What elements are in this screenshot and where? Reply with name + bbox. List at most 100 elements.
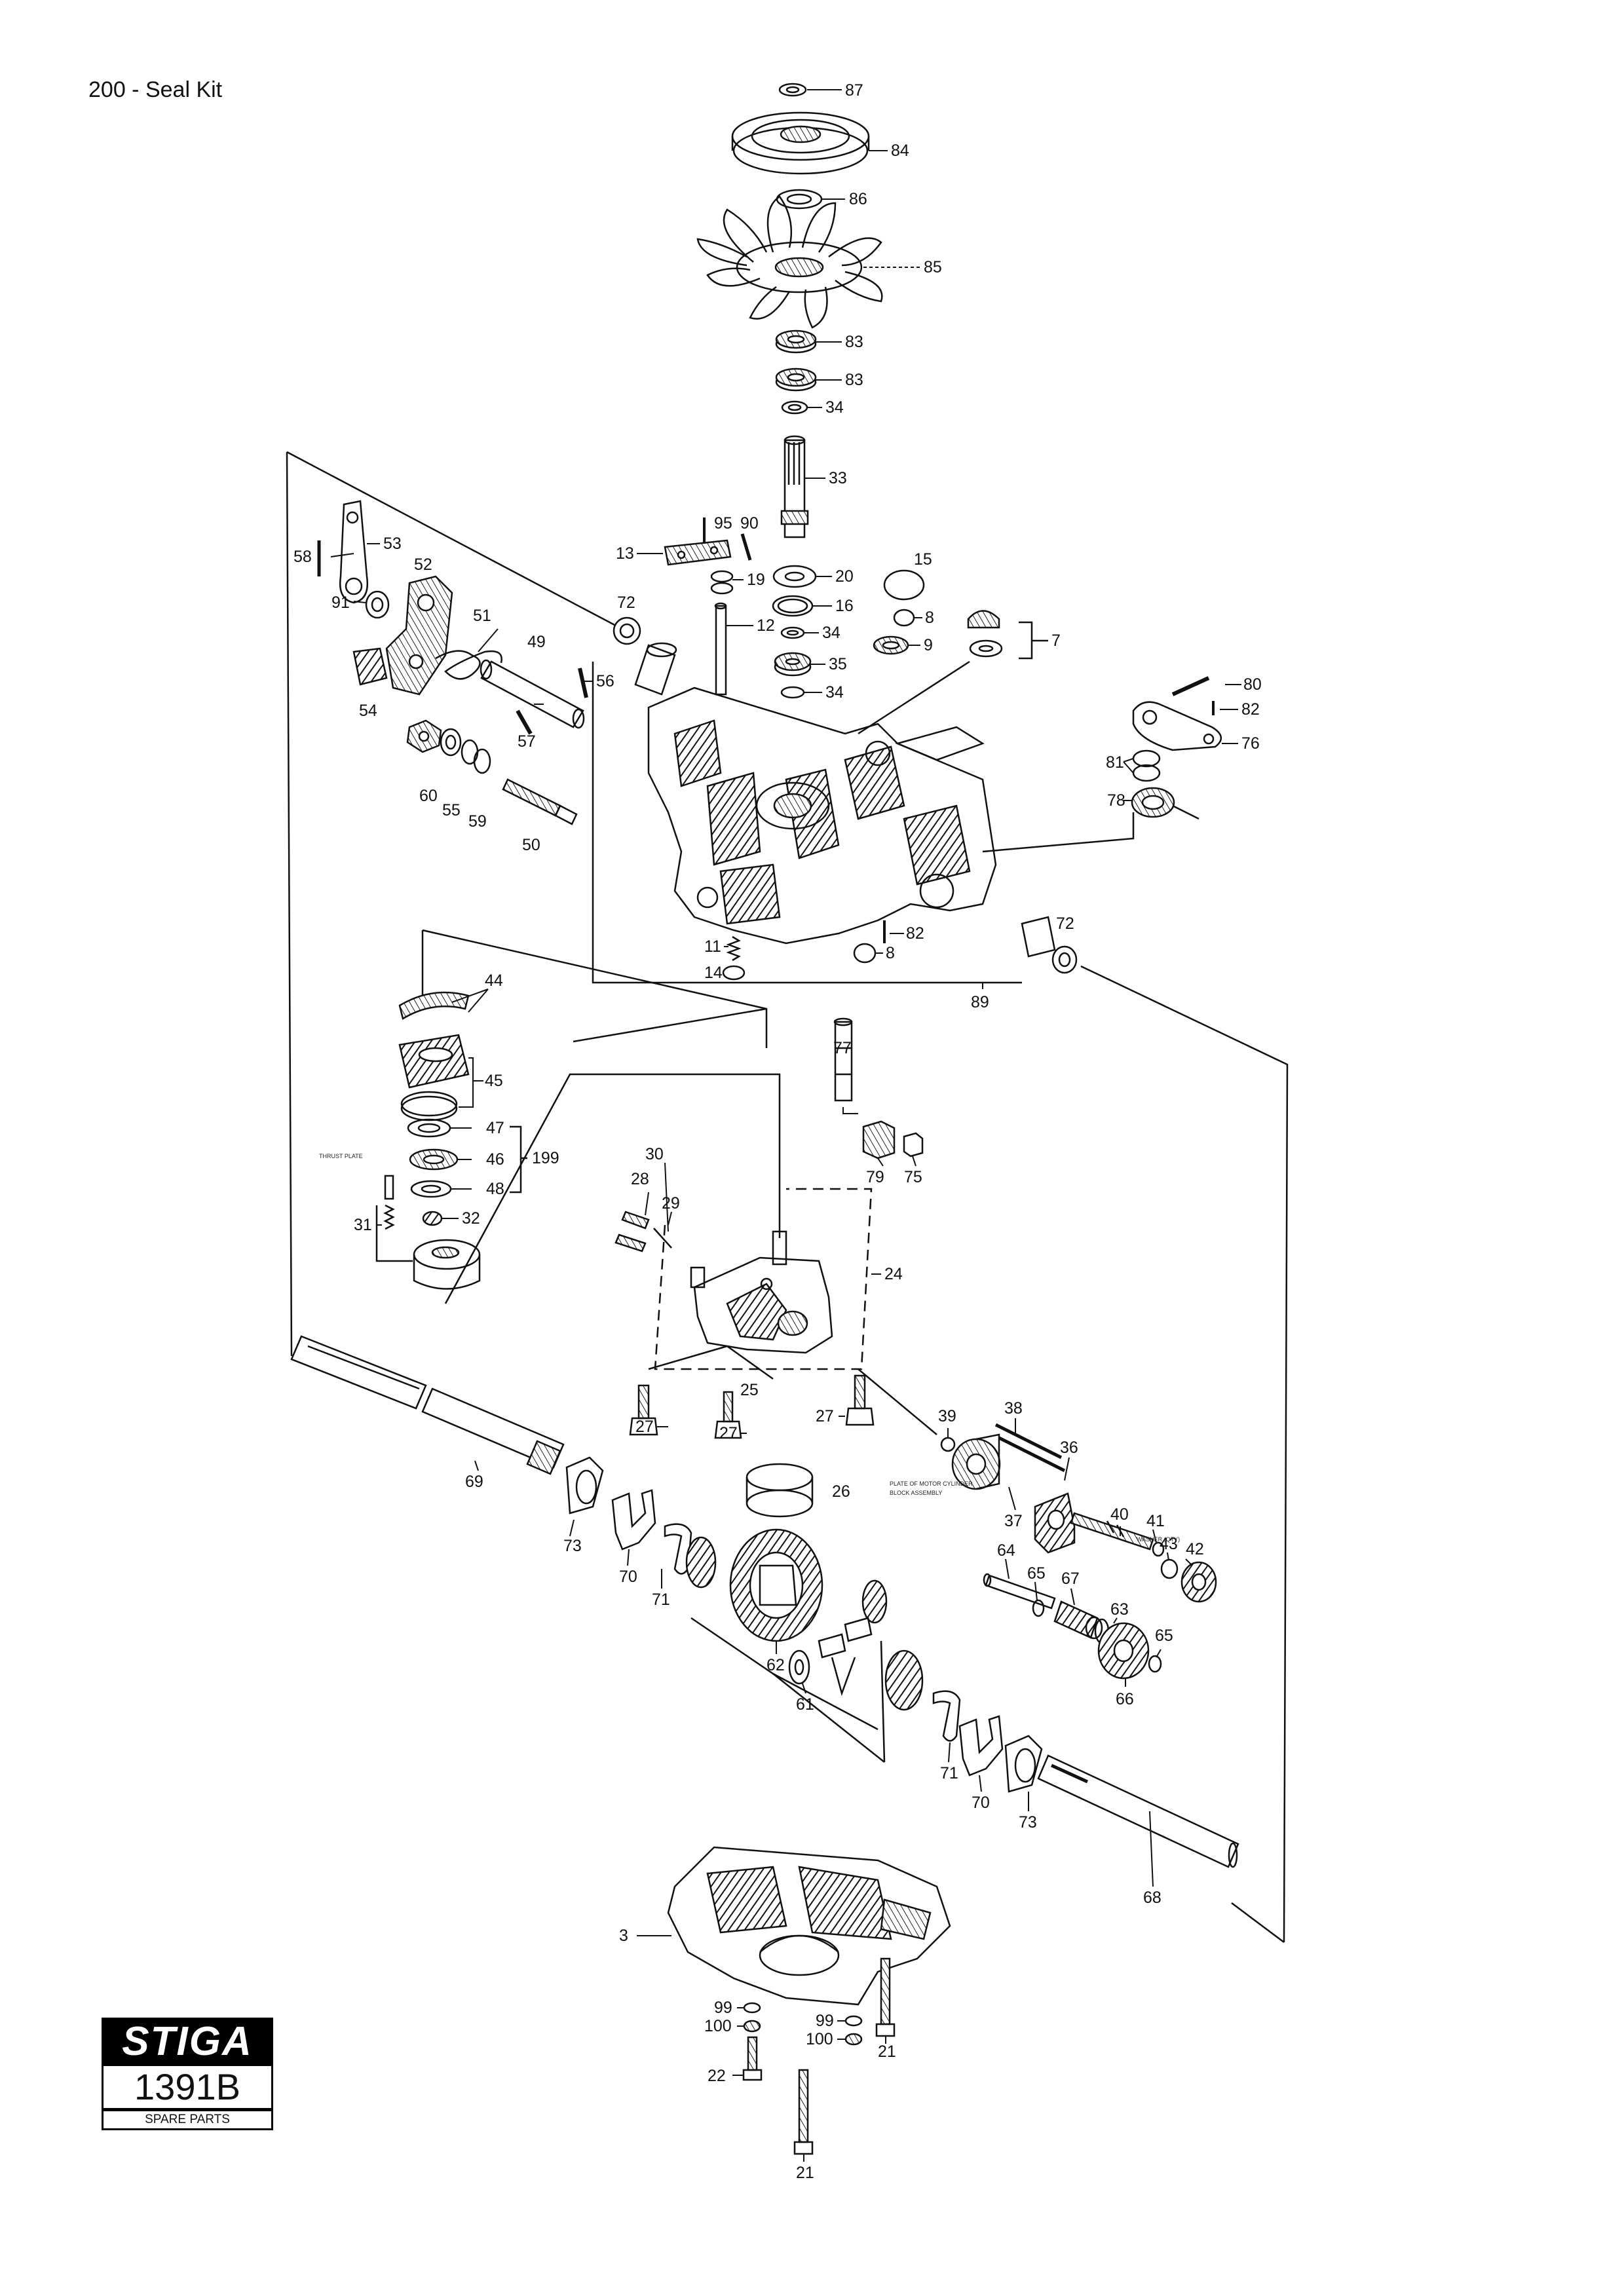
bushing-73-right	[1004, 1735, 1043, 1793]
label-12: 12	[757, 616, 775, 635]
bearing-20	[772, 565, 817, 588]
label-77: 77	[833, 1039, 852, 1057]
bevel-gear-71	[685, 1536, 717, 1589]
label-36: 36	[1060, 1439, 1078, 1457]
label-72-top: 72	[617, 593, 635, 612]
housing-leader-7	[858, 660, 970, 735]
label-83-upper: 83	[845, 333, 863, 351]
note-thrust-plate: THRUST PLATE	[319, 1153, 363, 1159]
washer-86	[776, 189, 823, 210]
label-35: 35	[829, 655, 847, 673]
control-shaft-49	[480, 659, 585, 729]
springs-31	[383, 1175, 395, 1230]
label-48: 48	[486, 1180, 504, 1198]
label-90: 90	[740, 514, 759, 533]
washer-99-left	[743, 2002, 761, 2014]
label-22: 22	[708, 2067, 726, 2085]
label-75: 75	[904, 1168, 922, 1186]
lower-housing-3	[667, 1846, 951, 2006]
pin-80	[1171, 676, 1210, 696]
spring-32	[422, 1211, 443, 1226]
motor-plate-36	[1034, 1492, 1076, 1554]
label-64: 64	[997, 1541, 1015, 1560]
seal-83-upper	[775, 329, 817, 354]
label-45: 45	[485, 1072, 503, 1090]
charge-relief-28	[614, 1211, 650, 1252]
pin-57	[516, 709, 533, 735]
retaining-clip-87	[778, 83, 807, 97]
label-8-lower: 8	[886, 944, 895, 962]
label-73-right: 73	[1019, 1813, 1037, 1832]
axle-68	[1037, 1754, 1239, 1868]
label-37: 37	[1004, 1512, 1023, 1530]
label-9: 9	[924, 636, 933, 654]
label-78: 78	[1107, 791, 1125, 810]
bull-gear-62	[729, 1528, 823, 1642]
control-lever-52	[385, 575, 453, 696]
gear-42	[1180, 1561, 1217, 1603]
label-30: 30	[645, 1145, 664, 1163]
seal-100-left	[743, 2020, 761, 2033]
label-20: 20	[835, 567, 854, 586]
spring-51	[435, 650, 502, 680]
label-21-bottom: 21	[796, 2164, 814, 2182]
bearing-ring-45	[400, 1091, 458, 1121]
washer-39	[940, 1437, 956, 1452]
outline-right-bottom	[1231, 1902, 1285, 1943]
washer-65-right	[1148, 1655, 1162, 1673]
label-73-left: 73	[563, 1537, 582, 1555]
torsion-spring-78	[1131, 787, 1199, 820]
label-59: 59	[468, 812, 487, 831]
label-71-right: 71	[940, 1764, 958, 1782]
label-47: 47	[486, 1119, 504, 1137]
label-34-low: 34	[825, 683, 844, 702]
swashplate-thrust-44	[398, 991, 470, 1020]
cap-15	[883, 569, 925, 601]
shaft-77	[833, 1017, 853, 1102]
label-24: 24	[884, 1265, 903, 1283]
label-54: 54	[359, 702, 377, 720]
seal-100-right	[844, 2033, 863, 2046]
filter-9	[873, 635, 909, 655]
note-motor-block-2: BLOCK ASSEMBLY	[890, 1490, 942, 1496]
label-43: 43	[1160, 1535, 1178, 1553]
bearing-35	[774, 652, 812, 677]
seal-16	[772, 595, 814, 617]
label-68: 68	[1143, 1889, 1161, 1907]
label-11: 11	[704, 937, 721, 956]
washer-55	[440, 728, 462, 757]
label-46: 46	[486, 1150, 504, 1169]
label-42: 42	[1186, 1540, 1204, 1558]
label-7: 7	[1051, 631, 1061, 650]
axle-69	[290, 1335, 565, 1475]
retaining-ring-34-top	[781, 400, 808, 415]
label-33: 33	[829, 469, 847, 487]
o-ring-14	[722, 965, 746, 981]
label-60: 60	[419, 787, 438, 805]
label-66: 66	[1116, 1690, 1134, 1708]
seal-91	[365, 590, 390, 619]
bushing-assembly-72-right	[1021, 916, 1078, 974]
label-91: 91	[331, 593, 350, 612]
cooling-fan-85	[696, 195, 883, 329]
plug-8-lower	[853, 943, 877, 964]
cushion-block-54	[352, 647, 388, 686]
bolt-27-mid	[714, 1391, 742, 1439]
label-38: 38	[1004, 1399, 1023, 1418]
outline-frame-89	[592, 662, 1022, 984]
label-82-lower: 82	[906, 924, 924, 943]
label-79: 79	[866, 1168, 884, 1186]
pump-frame-mid	[444, 1073, 781, 1304]
bolt-27-right	[845, 1374, 875, 1426]
label-70-right: 70	[972, 1794, 990, 1812]
pin-90	[740, 533, 752, 561]
plug-8-top	[893, 609, 915, 627]
pin-56	[578, 668, 588, 698]
bracket-7	[1019, 621, 1048, 660]
label-27-left: 27	[635, 1418, 654, 1436]
bracket-199	[510, 1125, 527, 1194]
bearing-sleeve-89	[634, 642, 677, 696]
o-rings-19	[710, 570, 734, 595]
label-16: 16	[835, 597, 854, 615]
label-62: 62	[766, 1656, 785, 1674]
